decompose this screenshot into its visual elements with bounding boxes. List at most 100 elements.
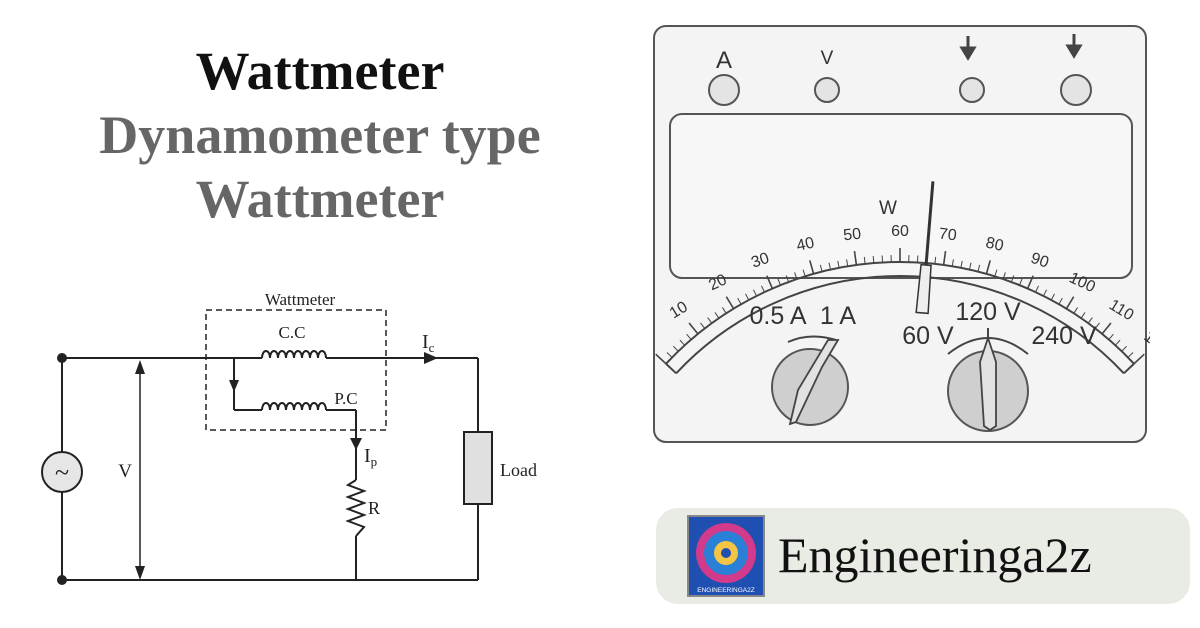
scale-tick [1026,275,1034,289]
scale-tick [766,275,774,289]
scale-tick [686,333,692,340]
load-box [463,431,493,505]
scale-tick [737,297,742,305]
needle-body [915,263,932,315]
scale-tick [1073,307,1079,314]
current-coil [261,350,327,359]
down-arrow-icon [959,36,977,61]
scale-label: 80 [984,234,1005,254]
scale-tick [666,352,673,358]
scale-tick [960,260,963,268]
voltage-label: V [118,461,132,482]
terminal-common-2[interactable] [1060,74,1092,106]
scale-tick [872,256,875,264]
wattmeter-circuit-diagram: Wattmeter C.C P.C Ic Ip R Load V ~ [41,290,537,585]
scale-tick [1080,312,1086,319]
brand-name: Engineeringa2z [778,527,1092,583]
scale-label: 90 [1028,250,1050,272]
scale-tick [679,339,686,346]
scale-tick [863,256,866,264]
pressure-coil-label: P.C [334,389,357,408]
scale-tick [1094,322,1100,329]
scale-tick [828,262,832,270]
scale-tick [1002,272,1006,280]
brand-logo-icon: ENGINEERINGA2Z [687,515,765,597]
node-top [57,353,67,363]
scale-tick [1035,285,1039,293]
scale-tick [1019,278,1023,286]
scale-tick [1010,275,1015,283]
voltage-range-top: 120 V [955,298,1021,326]
pc-current-arrow [350,438,362,450]
scale-tick [1058,297,1063,305]
load-current-arrow [424,352,438,364]
down-arrow-icon [1065,34,1083,59]
scale-tick [853,251,858,266]
pressure-coil [261,402,327,411]
ac-source [41,451,83,493]
scale-ticks [655,248,1145,365]
scale-tick [809,260,815,275]
scale-tick [1114,339,1121,346]
scale-tick [994,269,998,277]
current-range-arc [787,335,837,343]
scale-tick [934,256,937,264]
node-bottom [57,575,67,585]
voltage-range-right: 240 V [1031,322,1097,350]
scale-tick [725,296,735,310]
current-range-right: 1 A [820,302,856,330]
scale-tick [1043,289,1048,297]
brand-badge[interactable]: ENGINEERINGA2Z Engineeringa2z [656,508,1190,604]
scale-tick [1087,317,1093,324]
svg-text:ENGINEERINGA2Z: ENGINEERINGA2Z [697,587,754,594]
scale-tick [700,322,706,329]
scale-tick [1101,322,1112,335]
scale-tick [752,289,757,297]
scale-end-left [665,363,677,375]
scale-tick [745,293,750,301]
terminal-common-1[interactable] [959,77,985,103]
scale-label: 40 [795,234,816,254]
wattmeter-box-label: Wattmeter [265,290,336,309]
needle [915,181,935,315]
scale-arc-outer [665,261,1135,365]
scale-end-right [1123,363,1135,375]
scale-tick [951,259,954,267]
pc-current-label: Ip [364,445,377,469]
scale-label: 30 [749,250,771,272]
scale-tick [837,260,840,268]
voltage-arrow-top [135,360,145,374]
scale-tick [655,353,667,365]
scale-tick [714,312,720,319]
scale-label: 0 [650,334,653,353]
current-range-left: 0.5 A [750,302,807,330]
scale-tick [688,322,699,335]
title-line-2: Dynamometer type [99,105,541,165]
scale-tick [1133,353,1145,365]
scale-tick [1065,296,1075,310]
current-coil-label: C.C [279,323,306,342]
terminal-v-label: V [821,48,834,69]
scale-tick [802,269,806,277]
terminal-a[interactable] [708,74,740,106]
load-label: Load [500,460,537,480]
terminal-v[interactable] [814,77,840,103]
scale-tick [985,260,991,275]
scale-tick [794,272,798,280]
terminal-a-label: A [716,47,732,74]
scale-tick [819,264,823,272]
scale-tick [1108,333,1114,340]
scale-tick [1121,345,1127,352]
scale-tick [942,251,947,266]
scale-arcs [665,261,1135,375]
scale-tick [785,275,790,283]
scale-window [669,113,1133,279]
scale-tick [1050,293,1055,301]
scale-tick [968,262,972,270]
scale-tick [1127,352,1134,358]
scale-label: 120 [1140,328,1150,358]
scale-tick [977,264,981,272]
scale-label: 70 [938,226,958,245]
title-line-3: Wattmeter [195,169,445,229]
